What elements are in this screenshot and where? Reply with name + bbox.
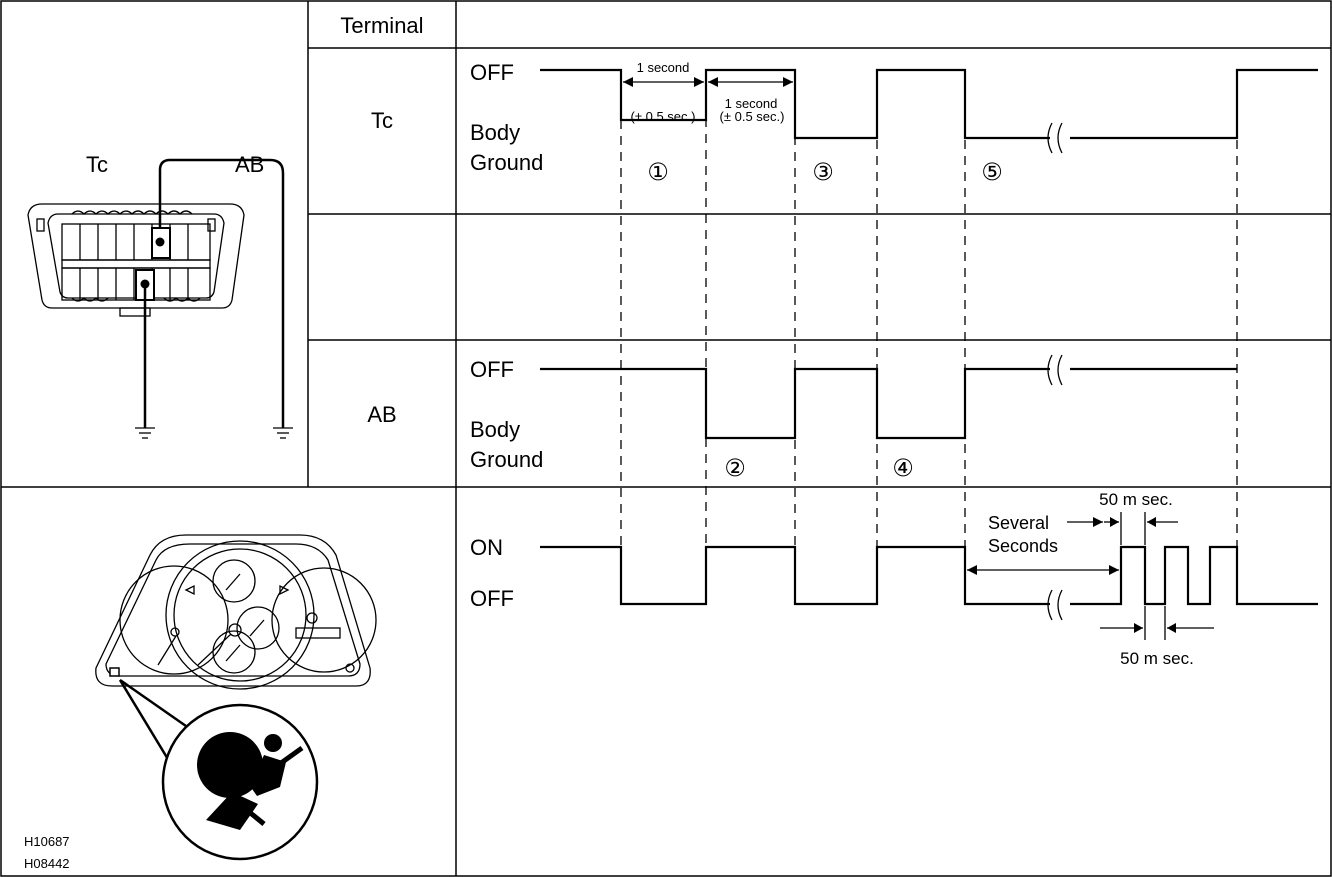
ms-label-top: 50 m sec. [1099,490,1173,509]
ab-body-label: Body [470,417,520,442]
row-ab-name: AB [367,402,396,427]
airbag-warning-icon [118,678,319,861]
tc-body-label: Body [470,120,520,145]
tolerance-label-a: (± 0.5 sec.) [631,109,696,124]
one-second-label-a: 1 second [637,60,690,75]
ms-dimension-top [1104,512,1178,545]
lamp-break-icon [1047,589,1063,621]
step-4-marker: ④ [892,455,914,482]
tc-waveform [540,68,1318,140]
step-5-marker: ⑤ [981,159,1003,186]
ab-off-label: OFF [470,357,514,382]
several-label-line1: Several [988,513,1049,533]
lamp-off-label: OFF [470,586,514,611]
ms-dimension-bottom [1100,606,1214,640]
tc-ground-label: Ground [470,150,543,175]
terminal-header: Terminal [340,13,423,38]
instrument-cluster-icon [95,534,377,690]
one-second-label-b: 1 second [725,96,778,111]
several-seconds-arrows [967,517,1119,575]
connector-ab-label: AB [235,152,264,177]
ms-label-bottom: 50 m sec. [1120,649,1194,668]
tc-break-icon [1047,122,1063,154]
lamp-on-label: ON [470,535,503,560]
figure-code-2: H08442 [24,856,70,871]
ab-waveform [540,367,1237,440]
ab-break-icon [1047,354,1063,386]
ground-symbol-icon [135,427,293,439]
figure-code-1: H10687 [24,834,70,849]
lamp-waveform [540,545,1318,606]
one-second-dimension-b [708,77,793,87]
step-3-marker: ③ [812,159,834,186]
one-second-dimension-a [623,77,704,87]
tc-off-label: OFF [470,60,514,85]
tolerance-label-b: (± 0.5 sec.) [720,109,785,124]
several-label-line2: Seconds [988,536,1058,556]
row-tc-name: Tc [371,108,393,133]
connector-illustration: Tc AB [27,152,293,439]
step-2-marker: ② [724,455,746,482]
ab-ground-label: Ground [470,447,543,472]
step-1-marker: ① [647,159,669,186]
connector-tc-label: Tc [86,152,108,177]
connector-icon [27,203,245,317]
